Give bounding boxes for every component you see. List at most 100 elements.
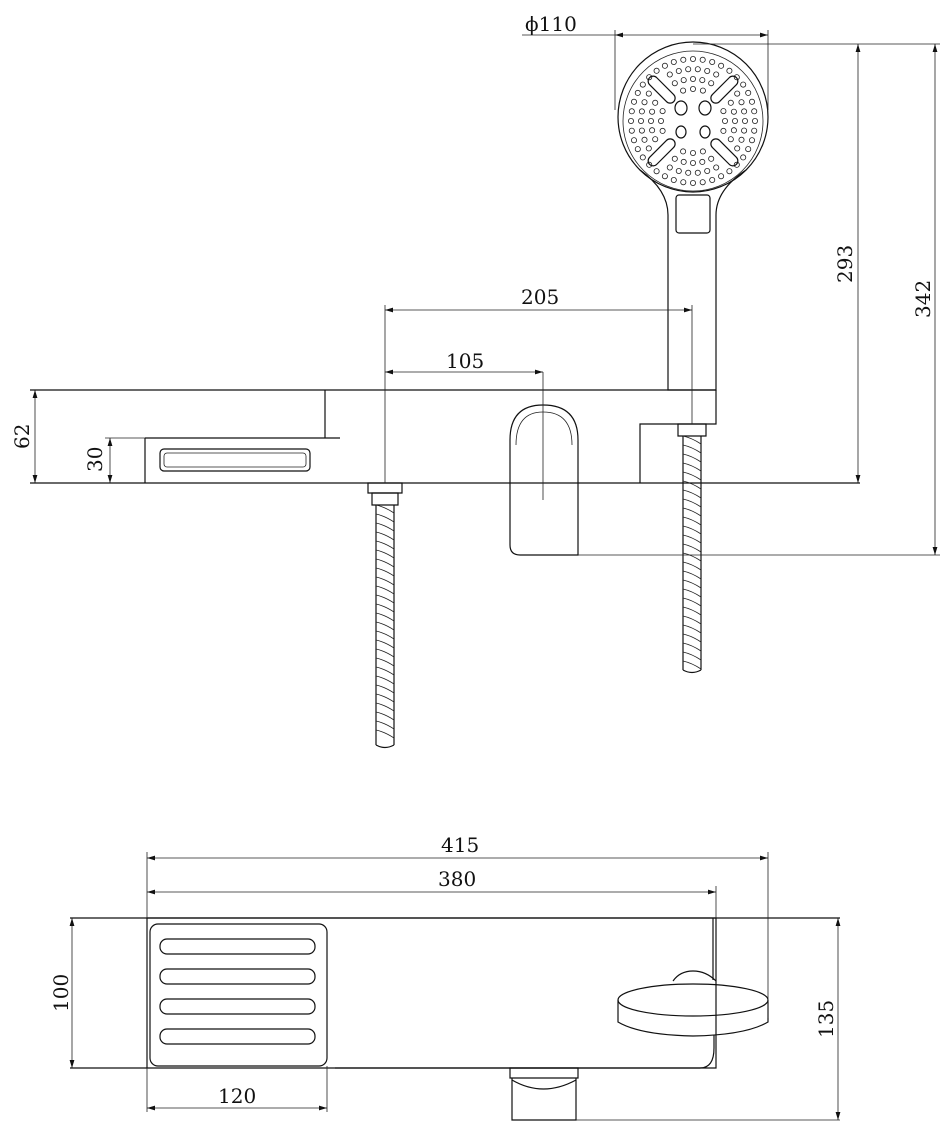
plan-body: [147, 918, 716, 1068]
nozzle-hole: [690, 76, 695, 81]
dim-spout-offset: 105: [446, 349, 484, 373]
hose-coil: [683, 481, 701, 489]
nozzle-hole: [742, 128, 747, 133]
hose-coil: [376, 505, 394, 513]
nozzle-hole: [647, 75, 652, 80]
nozzle-hole: [727, 68, 732, 73]
nozzle-hole: [686, 67, 691, 72]
hose-coil: [376, 577, 394, 585]
hose-coil: [683, 445, 701, 453]
plan-view: 415 380 100 135 120: [49, 833, 841, 1120]
nozzle-hole: [731, 109, 736, 114]
hose-coil: [376, 559, 394, 567]
nozzle-hole: [746, 90, 751, 95]
nozzle-hole: [639, 128, 644, 133]
hose-coil: [376, 622, 394, 630]
hose-coil: [376, 694, 394, 702]
nozzle-hole: [700, 159, 705, 164]
nozzle-hole: [728, 137, 733, 142]
nozzle-hole: [653, 137, 658, 142]
nozzle-hole: [719, 63, 724, 68]
soap-tray: [150, 924, 327, 1066]
front-view: ϕ110 293 342 205 105 62 30: [10, 12, 940, 748]
hose-coil: [683, 580, 701, 588]
nozzle-hole: [676, 68, 681, 73]
dim-body-height: 62: [10, 424, 34, 449]
nozzle-hole: [721, 109, 726, 114]
hose-coil: [683, 598, 701, 606]
nozzle-hole: [690, 150, 695, 155]
hose-coil: [376, 685, 394, 693]
tray-slot: [160, 449, 310, 471]
nozzle-hole: [690, 56, 695, 61]
hose-coil: [683, 490, 701, 498]
nozzle-hole: [731, 128, 736, 133]
nozzle-hole: [739, 100, 744, 105]
nozzle-hole: [741, 155, 746, 160]
hose-coil: [683, 571, 701, 579]
hose-coil: [683, 589, 701, 597]
nozzle-hole: [640, 155, 645, 160]
hose-coil: [376, 640, 394, 648]
nozzle-hole: [631, 138, 636, 143]
hose-coil: [376, 703, 394, 711]
hose-coil: [376, 649, 394, 657]
nozzle-hole: [681, 88, 686, 93]
nozzle-hole: [700, 88, 705, 93]
nozzle-hole: [654, 169, 659, 174]
nozzle-hole: [742, 109, 747, 114]
hose-coil: [683, 634, 701, 642]
plan-spout: [510, 1068, 578, 1120]
nozzle-hole: [681, 159, 686, 164]
nozzle-hole: [695, 170, 700, 175]
nozzle-hole: [710, 59, 715, 64]
hose-coil: [376, 532, 394, 540]
tray-slots: [160, 939, 315, 1044]
hose-coil: [376, 730, 394, 738]
nozzle-hole: [650, 109, 655, 114]
hose-coil: [683, 625, 701, 633]
nozzle-hole: [635, 147, 640, 152]
hose-coil: [376, 613, 394, 621]
hose-coil: [683, 661, 701, 669]
nozzle-hole: [653, 100, 658, 105]
nozzle-hole: [672, 81, 677, 86]
dim-body-length: 380: [438, 867, 476, 891]
nozzle-hole: [732, 118, 737, 123]
hose-coil: [683, 535, 701, 543]
nozzle-hole: [700, 57, 705, 62]
nozzle-hole: [662, 63, 667, 68]
dim-overall-height: 342: [911, 280, 935, 318]
hose-coil: [376, 586, 394, 594]
nozzle-hole: [640, 82, 645, 87]
hose-left: [368, 483, 402, 748]
hose-coil: [376, 595, 394, 603]
nozzle-hole: [658, 118, 663, 123]
hose-coil: [683, 607, 701, 615]
dimension-lines: [32, 30, 940, 555]
hose-coil: [683, 436, 701, 444]
nozzle-hole: [690, 180, 695, 185]
hand-shower: [618, 42, 768, 390]
nozzle-hole: [681, 149, 686, 154]
hose-coil: [683, 652, 701, 660]
hose-coil: [683, 454, 701, 462]
mode-button: [676, 195, 710, 233]
nozzle-hole: [631, 99, 636, 104]
hose-coil: [683, 463, 701, 471]
nozzle-hole: [681, 180, 686, 185]
hose-coil: [376, 658, 394, 666]
dim-overall-depth: 135: [814, 1000, 838, 1038]
nozzle-pattern: [628, 56, 757, 185]
nozzle-hole: [642, 100, 647, 105]
hose-coil: [376, 514, 394, 522]
nozzle-hole: [667, 72, 672, 77]
nozzle-hole: [709, 156, 714, 161]
dim-head-diameter: ϕ110: [525, 12, 577, 36]
nozzle-hole: [671, 177, 676, 182]
nozzle-hole: [672, 156, 677, 161]
nozzle-hole: [695, 67, 700, 72]
hose-coil: [376, 712, 394, 720]
hose-coil: [376, 631, 394, 639]
